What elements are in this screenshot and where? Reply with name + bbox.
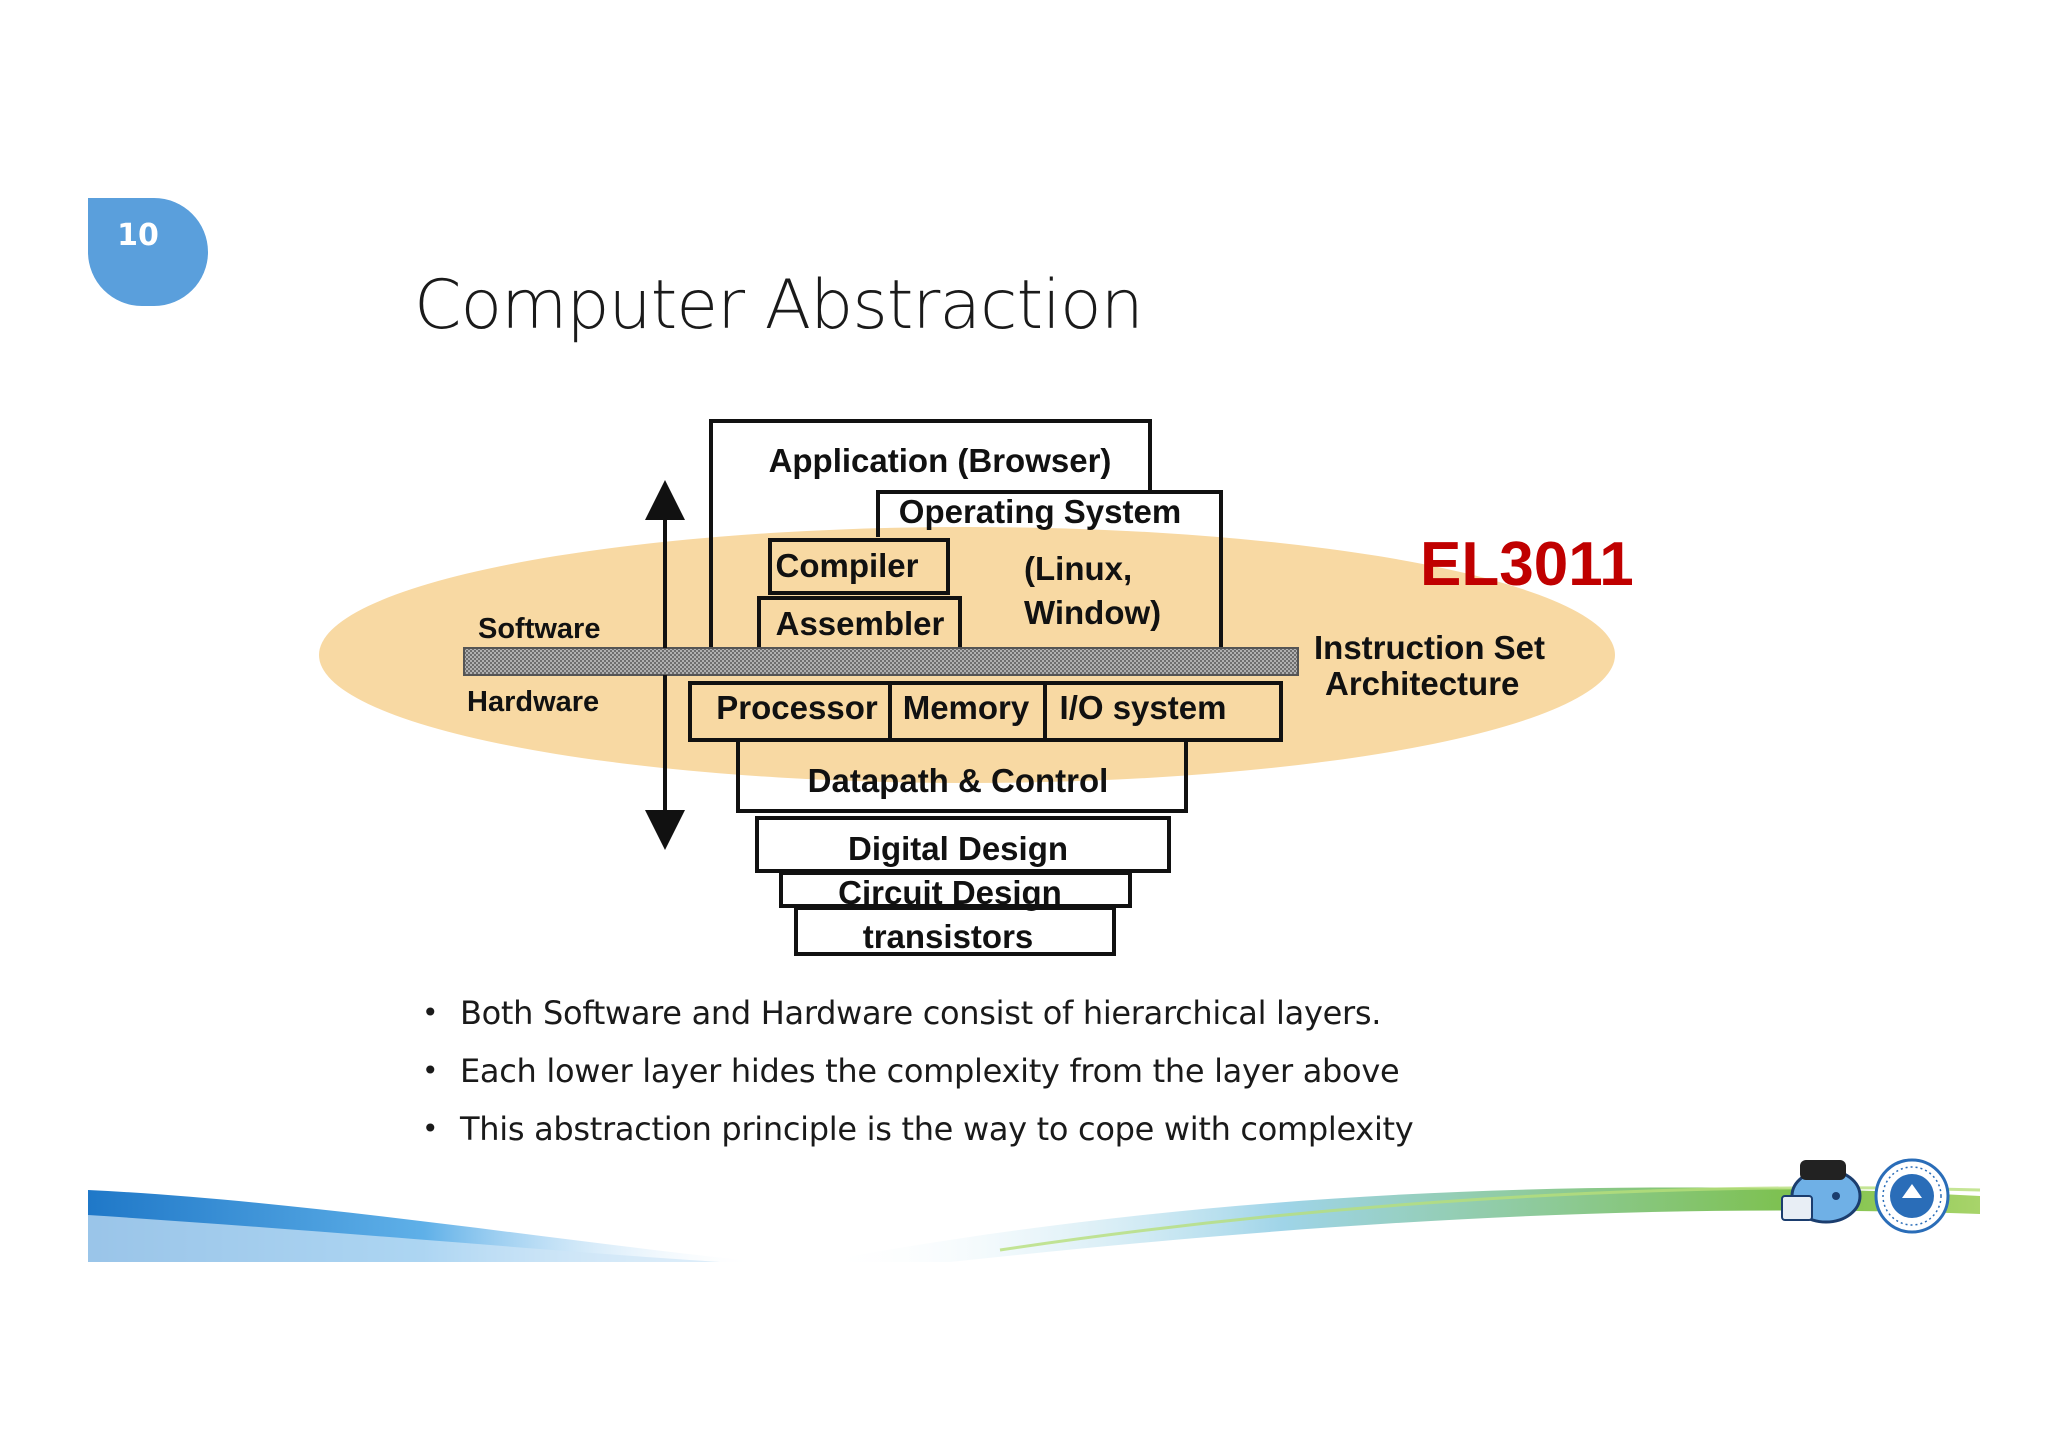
slide-title: Computer Abstraction — [414, 266, 1144, 345]
hardware-label: Hardware — [467, 686, 599, 718]
isa-label-line-2: Architecture — [1325, 665, 1519, 702]
operating-system-label: Operating System — [899, 493, 1181, 530]
software-label: Software — [478, 613, 600, 645]
processor-label: Processor — [716, 689, 878, 726]
io-system-box — [1043, 681, 1283, 742]
assembler-box — [757, 596, 962, 648]
datapath-control-box — [736, 740, 1188, 813]
assembler-label: Assembler — [776, 605, 945, 642]
transistors-box — [794, 906, 1116, 956]
operating-system-box — [876, 490, 1223, 648]
course-code: EL3011 — [1420, 530, 1634, 599]
itb-seal-icon — [1874, 1158, 1950, 1234]
compiler-label: Compiler — [775, 547, 918, 584]
application-label: Application (Browser) — [769, 442, 1112, 479]
isa-label-line-1: Instruction Set — [1314, 629, 1545, 666]
circuit-design-label: Circuit Design — [838, 874, 1062, 911]
os-detail-line-1: (Linux, — [1024, 550, 1132, 587]
datapath-control-label: Datapath & Control — [808, 762, 1109, 799]
os-detail-line-2: Window) — [1024, 594, 1161, 631]
digital-design-label: Digital Design — [848, 830, 1068, 867]
footer-wave-blue-light — [88, 1215, 720, 1262]
bullet-list: Both Software and Hardware consist of hi… — [422, 984, 1414, 1158]
mascot-logo-icon — [1781, 1160, 1862, 1224]
slide-number: 10 — [117, 218, 159, 253]
bullet-item: This abstraction principle is the way to… — [422, 1100, 1414, 1158]
slide-number-badge: 10 — [88, 198, 208, 306]
io-system-label: I/O system — [1060, 689, 1227, 726]
isa-bar — [463, 647, 1299, 676]
bullet-item: Both Software and Hardware consist of hi… — [422, 984, 1413, 1042]
transistors-label: transistors — [863, 918, 1034, 955]
compiler-box — [768, 538, 950, 595]
footer-wave-green — [820, 1187, 1980, 1262]
memory-label: Memory — [903, 689, 1030, 726]
bullet-item: Each lower layer hides the complexity fr… — [422, 1042, 1413, 1100]
